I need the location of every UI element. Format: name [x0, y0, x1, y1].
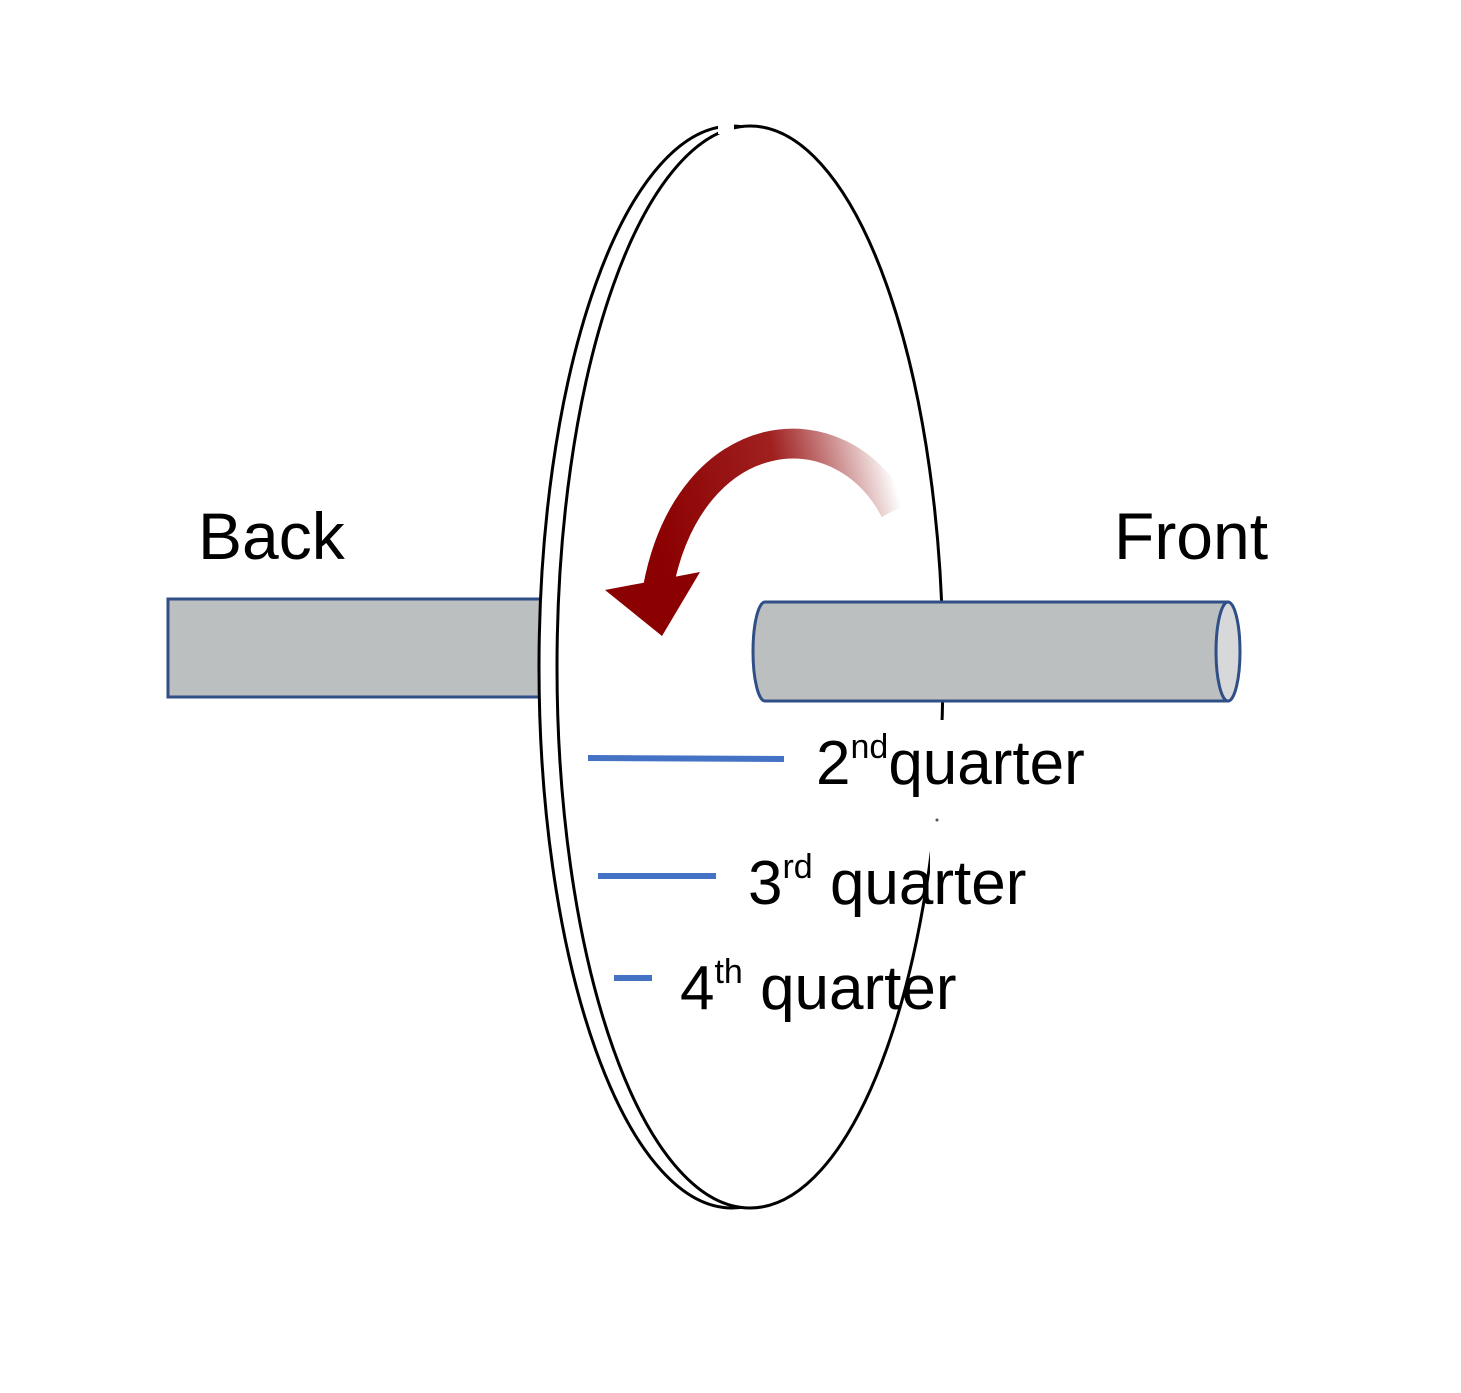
quarter-marker-2nd: [587, 755, 785, 762]
quarter-number: 3: [748, 849, 783, 918]
quarter-text: quarter: [742, 954, 957, 1023]
quarter-label-2nd: 2ndquarter: [816, 730, 1085, 795]
front-rod: [751, 600, 1242, 703]
quarter-number: 2: [816, 729, 851, 798]
quarter-text: quarter: [888, 729, 1085, 798]
quarter-text: quarter: [812, 849, 1027, 918]
quarter-number: 4: [680, 954, 715, 1023]
stray-dot: [935, 818, 939, 822]
back-label: Back: [198, 499, 345, 573]
rotation-arrow-icon: [605, 428, 909, 636]
front-label: Front: [1114, 499, 1269, 573]
disk: [537, 120, 960, 1210]
quarter-suffix: nd: [850, 728, 889, 766]
quarter-suffix: th: [714, 953, 743, 991]
quarter-label-4th: 4th quarter: [680, 955, 957, 1020]
back-rod: [166, 597, 548, 699]
quarter-suffix: rd: [782, 848, 813, 886]
quarter-label-3rd: 3rd quarter: [748, 850, 1026, 915]
front-rod-end-cap: [1214, 600, 1242, 703]
